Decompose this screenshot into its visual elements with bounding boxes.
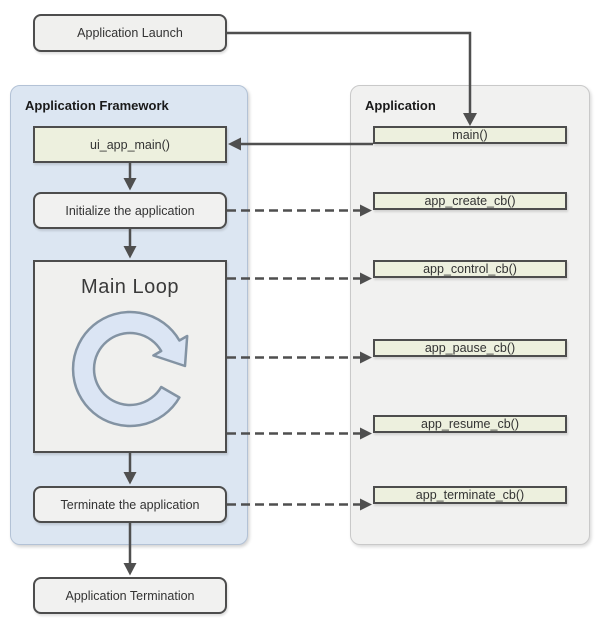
node-ui-app-main: ui_app_main() [33,126,227,163]
node-main-loop: Main Loop [33,260,227,453]
framework-panel-title: Application Framework [25,98,169,113]
node-application-termination: Application Termination [33,577,227,614]
node-app-control-cb: app_control_cb() [373,260,567,278]
node-app-resume-cb: app_resume_cb() [373,415,567,433]
node-terminate-application: Terminate the application [33,486,227,523]
node-app-terminate-cb: app_terminate_cb() [373,486,567,504]
node-main: main() [373,126,567,144]
application-panel-title: Application [365,98,436,113]
node-app-pause-cb: app_pause_cb() [373,339,567,357]
main-loop-label: Main Loop [81,276,179,298]
node-application-launch: Application Launch [33,14,227,52]
node-initialize-application: Initialize the application [33,192,227,229]
application-panel: Application [350,85,590,545]
arrowhead-into-termination [123,563,137,576]
loop-cycle-arrow-shape [71,310,189,428]
loop-cycle-icon [71,310,189,428]
node-app-create-cb: app_create_cb() [373,192,567,210]
